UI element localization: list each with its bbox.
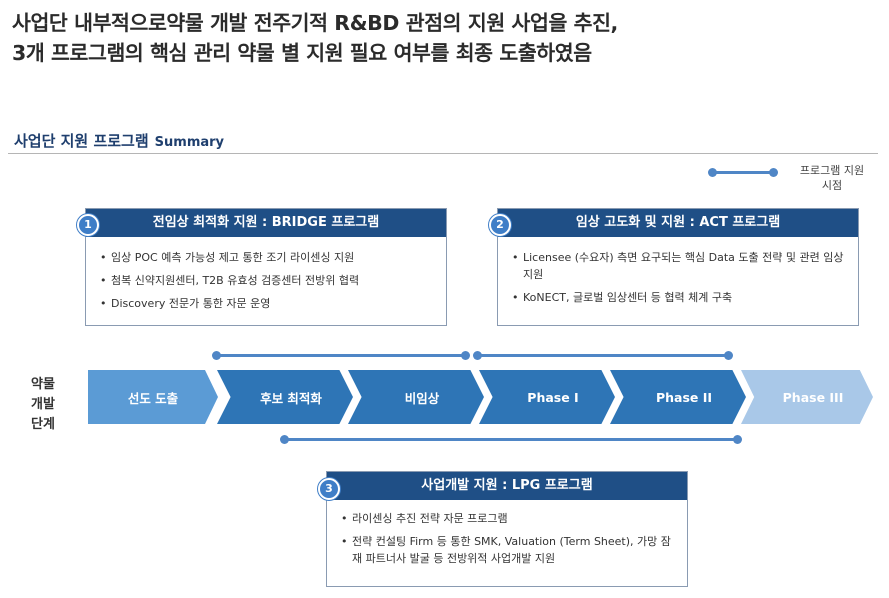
program-card-bridge: 전임상 최적화 지원 : BRIDGE 프로그램 임상 POC 예측 가능성 제… — [85, 208, 447, 326]
section-title: 사업단 지원 프로그램 Summary — [14, 130, 224, 151]
page-headline: 사업단 내부적으로약물 개발 전주기적 R&BD 관점의 지원 사업을 추진, … — [12, 8, 882, 68]
program-title: 사업개발 지원 : LPG 프로그램 — [327, 472, 687, 500]
stage-label: 후보 최적화 — [260, 390, 322, 406]
section-title-ko: 사업단 지원 프로그램 — [14, 132, 149, 150]
stage-lead-discovery: 선도 도출 — [88, 370, 218, 424]
bridge-support-timeline — [212, 351, 470, 360]
stage-label: Phase II — [655, 389, 713, 405]
stage-label: 비임상 — [404, 390, 440, 406]
list-item: Licensee (수요자) 측면 요구되는 핵심 Data 도출 전략 및 관… — [512, 249, 850, 283]
program-title: 임상 고도화 및 지원 : ACT 프로그램 — [498, 209, 858, 237]
list-item: 임상 POC 예측 가능성 제고 통한 조기 라이센싱 지원 — [100, 249, 438, 266]
legend-label-line-2: 시점 — [821, 179, 843, 192]
stage-label: 선도 도출 — [127, 390, 179, 406]
program-number-badge: 1 — [77, 214, 99, 236]
program-items: 라이센싱 추진 전략 자문 프로그램 전략 컨설팅 Firm 등 통한 SMK,… — [341, 510, 679, 573]
program-items: Licensee (수요자) 측면 요구되는 핵심 Data 도출 전략 및 관… — [512, 249, 850, 312]
stage-candidate-optimization: 후보 최적화 — [217, 370, 353, 424]
stage-phase-1: Phase I — [479, 370, 615, 424]
program-title: 전임상 최적화 지원 : BRIDGE 프로그램 — [86, 209, 446, 237]
program-items: 임상 POC 예측 가능성 제고 통한 조기 라이센싱 지원 첨복 신약지원센터… — [100, 249, 438, 318]
list-item: 라이센싱 추진 전략 자문 프로그램 — [341, 510, 679, 527]
headline-line-1: 사업단 내부적으로약물 개발 전주기적 R&BD 관점의 지원 사업을 추진, — [12, 11, 618, 35]
section-divider — [8, 153, 878, 154]
program-number-badge: 2 — [489, 214, 511, 236]
program-card-lpg: 사업개발 지원 : LPG 프로그램 라이센싱 추진 전략 자문 프로그램 전략… — [326, 471, 688, 587]
list-item: Discovery 전문가 통한 자문 운영 — [100, 295, 438, 312]
list-item: KoNECT, 글로벌 임상센터 등 협력 체계 구축 — [512, 289, 850, 306]
stage-row-label-line-3: 단계 — [31, 417, 55, 432]
lpg-support-timeline — [280, 435, 742, 444]
list-item: 전략 컨설팅 Firm 등 통한 SMK, Valuation (Term Sh… — [341, 533, 679, 567]
program-card-act: 임상 고도화 및 지원 : ACT 프로그램 Licensee (수요자) 측면… — [497, 208, 859, 326]
section-title-en: Summary — [154, 135, 225, 150]
stage-phase-3: Phase III — [741, 370, 873, 424]
stage-row-label: 약물 개발 단계 — [20, 375, 66, 435]
legend-label-line-1: 프로그램 지원 — [799, 164, 865, 177]
legend-label: 프로그램 지원 시점 — [772, 163, 889, 193]
stage-label: Phase I — [527, 389, 579, 405]
list-item: 첨복 신약지원센터, T2B 유효성 검증센터 전방위 협력 — [100, 272, 438, 289]
program-number-badge: 3 — [318, 478, 340, 500]
stage-preclinical: 비임상 — [348, 370, 484, 424]
stage-phase-2: Phase II — [610, 370, 746, 424]
legend-timeline-icon — [708, 168, 778, 177]
stage-row-label-line-2: 개발 — [31, 397, 55, 412]
stage-label: Phase III — [782, 389, 844, 405]
headline-line-2: 3개 프로그램의 핵심 관리 약물 별 지원 필요 여부를 최종 도출하였음 — [12, 41, 592, 65]
stage-row-label-line-1: 약물 — [31, 377, 55, 392]
act-support-timeline — [473, 351, 733, 360]
